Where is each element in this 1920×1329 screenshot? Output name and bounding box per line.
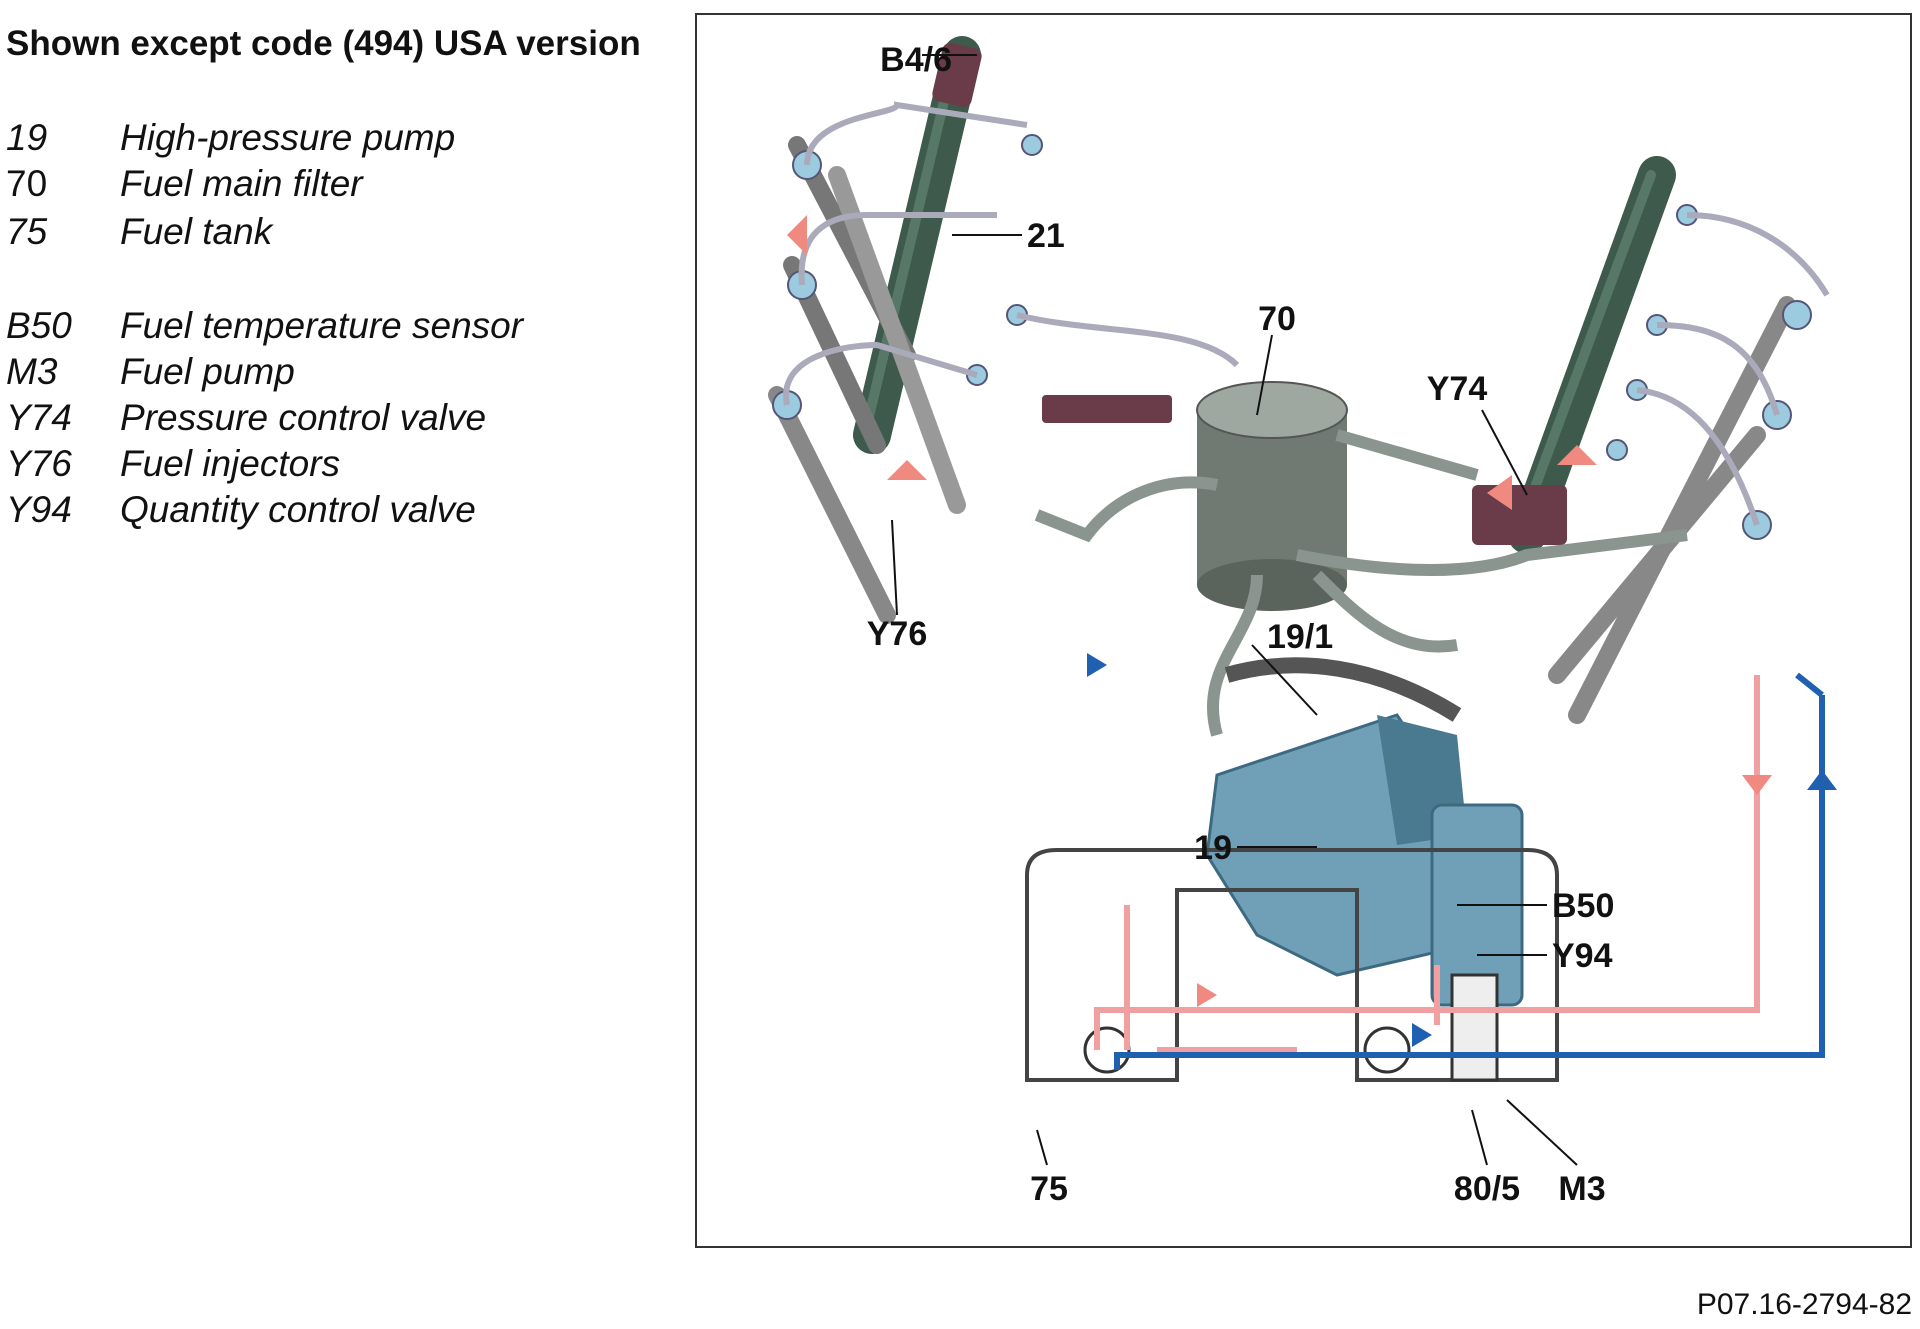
legend-code: 70 [6,163,48,204]
callout-80-5: 80/5 [1454,1170,1520,1208]
return-flow-arrows [787,215,1772,1007]
legend-code: B50 [6,305,72,346]
right-injectors [1548,296,1796,724]
left-injector-heads [772,134,1043,420]
distribution-block [1042,395,1172,423]
diagram-heading: Shown except code (494) USA version [6,24,641,63]
callout-y94: Y94 [1552,937,1613,975]
diagram-frame: B4/6 21 70 Y74 Y76 19/1 19 B50 Y94 75 80… [695,13,1912,1248]
legend-description: Fuel main filter [120,163,363,204]
fuel-lines [1034,429,1688,737]
callout-19-1: 19/1 [1267,618,1333,656]
callout-leaders [891,54,1578,1166]
callout-y74: Y74 [1427,370,1488,408]
callout-70: 70 [1258,300,1296,338]
legend-code: Y94 [6,489,72,530]
supply-line [1114,672,1825,1070]
high-pressure-pump [1205,657,1524,1007]
legend-description: Fuel injectors [120,443,341,484]
return-line [1094,675,1760,1053]
callout-b50: B50 [1552,887,1614,925]
fuel-system-diagram: B4/6 21 70 Y74 Y76 19/1 19 B50 Y94 75 80… [768,36,1837,1208]
callout-m3: M3 [1558,1170,1605,1208]
callout-y76: Y76 [867,615,928,653]
supply-flow-arrows [1087,653,1837,1047]
legend-description: Fuel tank [120,211,273,252]
left-injectors [768,136,966,624]
legend-description: High-pressure pump [120,117,456,158]
legend-description: Fuel pump [120,351,295,392]
figure-reference: P07.16-2794-82 [1696,1288,1912,1321]
legend-code: M3 [6,351,58,392]
right-fuel-rail [1508,156,1676,554]
legend-code: 19 [6,117,48,158]
callout-75: 75 [1030,1170,1068,1208]
callout-b4-6: B4/6 [880,41,952,79]
fuel-pump-module [1450,973,1499,1082]
legend-description: Fuel temperature sensor [120,305,524,346]
legend-code: Y76 [6,443,72,484]
left-injector-lines [783,101,1240,406]
right-injector-lines [1636,212,1830,526]
legend-description: Pressure control valve [120,397,487,438]
callout-21: 21 [1027,217,1065,255]
legend-description: Quantity control valve [120,489,476,530]
callout-19: 19 [1194,829,1232,867]
legend-code: 75 [6,211,48,252]
pressure-control-valve [1472,485,1567,545]
left-fuel-rail [853,36,982,454]
legend-code: Y74 [6,397,72,438]
